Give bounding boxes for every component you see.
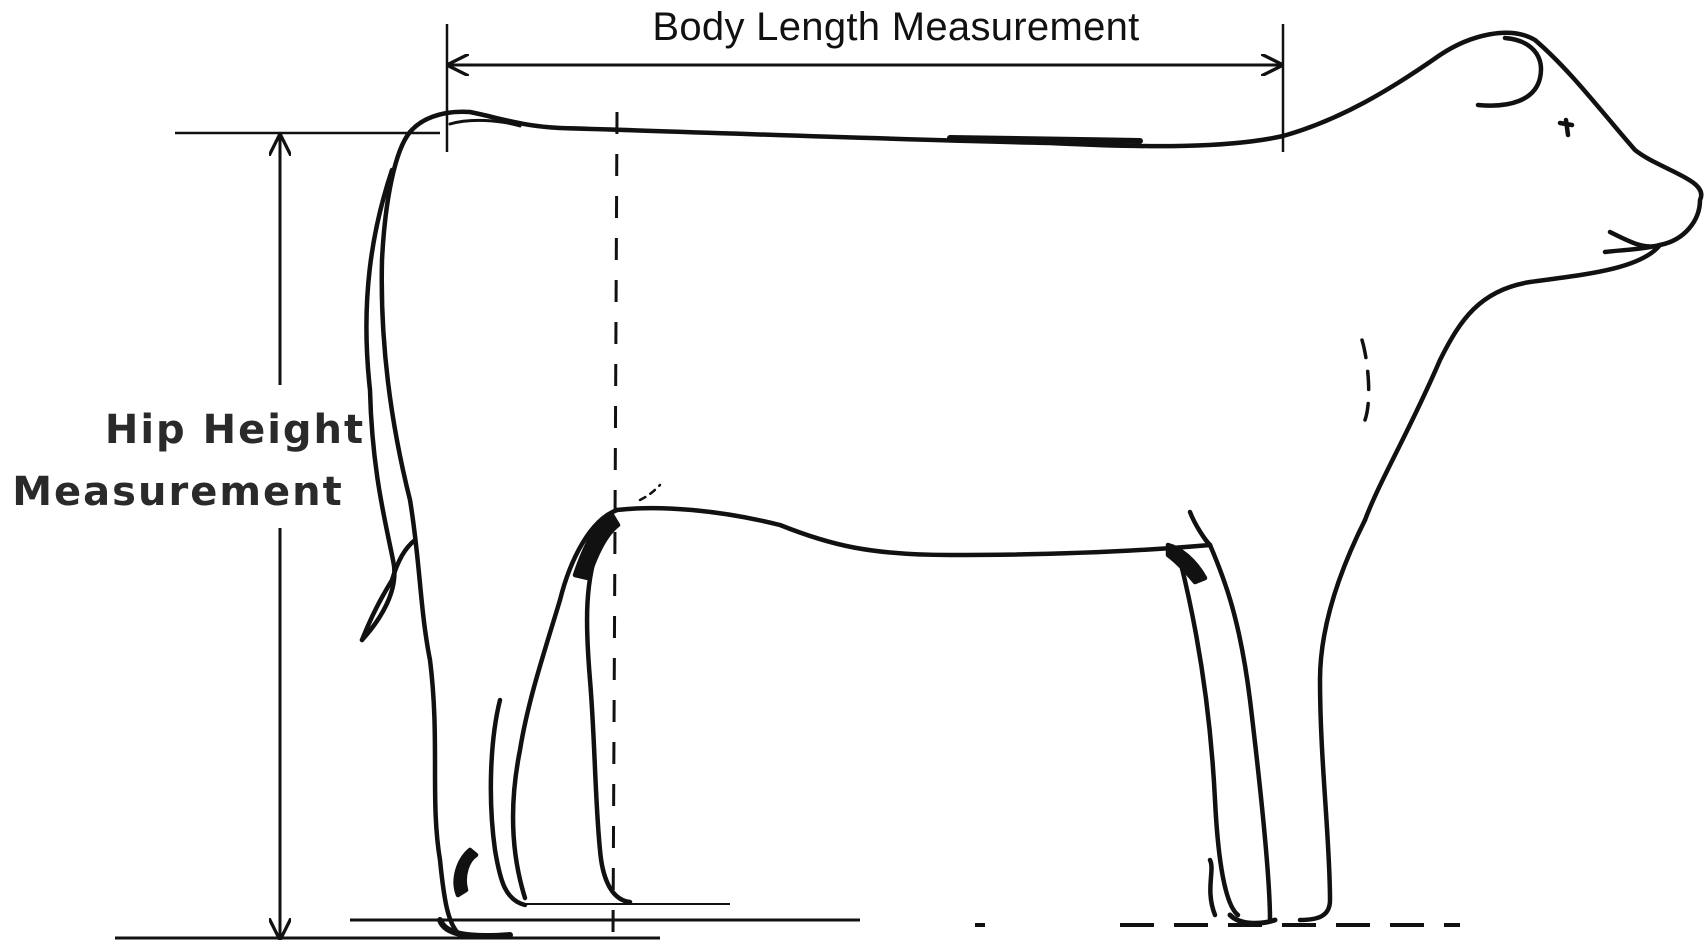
hip-height-label-line1: Hip Height [105, 407, 365, 453]
hip-height-measurement: Hip Height Measurement [12, 133, 440, 938]
hip-height-label-line2: Measurement [12, 469, 343, 515]
body-length-label: Body Length Measurement [652, 5, 1139, 49]
cow-outline [362, 33, 1701, 936]
